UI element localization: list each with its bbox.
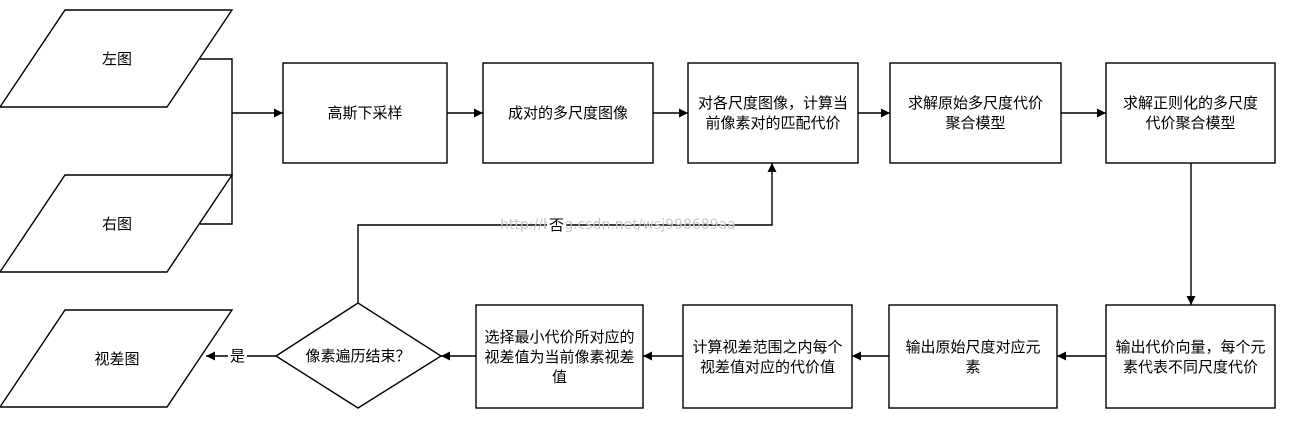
pixels-done-label: 像素遍历结束？ <box>305 347 411 365</box>
right-image-label: 右图 <box>101 214 132 233</box>
output-original-scale-label: 输出原始尺度对应元素 <box>905 337 1041 376</box>
pair-multiscale-shape <box>482 62 654 164</box>
right-image-connector <box>200 113 233 225</box>
regularized-aggregation-shape <box>1105 62 1276 164</box>
regularized-aggregation-label: 求解正则化的多尺度代价聚合模型 <box>1122 94 1258 132</box>
disparity-cost-label: 计算视差范围之内每个视差值对应的代价值 <box>692 337 843 376</box>
gaussian-downsample-label: 高斯下采样 <box>327 104 403 122</box>
original-aggregation-label: 求解原始多尺度代价聚合模型 <box>907 94 1043 132</box>
matching-cost-shape <box>687 62 859 164</box>
output-cost-vector-label: 输出代价向量，每个元素代表不同尺度代价 <box>1115 337 1266 376</box>
output-original-scale-shape <box>888 304 1058 409</box>
matching-cost-label: 对各尺度图像，计算当前像素对的匹配代价 <box>698 94 849 132</box>
select-min-cost-shape <box>475 304 644 409</box>
disparity-map-shape <box>0 309 234 408</box>
watermark-text: http://blog.csdn.net/wsj998689aa <box>500 217 736 233</box>
pixels-done-shape <box>274 302 443 409</box>
left-image-label: 左图 <box>101 49 132 68</box>
left-image-shape <box>0 9 234 108</box>
yes-edge-label: 是 <box>228 347 248 365</box>
pair-multiscale-label: 成对的多尺度图像 <box>507 104 628 122</box>
no-edge-label: 否 <box>547 216 567 234</box>
right-image-shape <box>0 174 234 273</box>
disparity-cost-shape <box>682 304 853 409</box>
select-min-cost-label: 选择最小代价所对应的视差值为当前像素视差值 <box>484 327 635 386</box>
left-image-connector <box>200 58 233 113</box>
disparity-map-label: 视差图 <box>94 349 140 368</box>
